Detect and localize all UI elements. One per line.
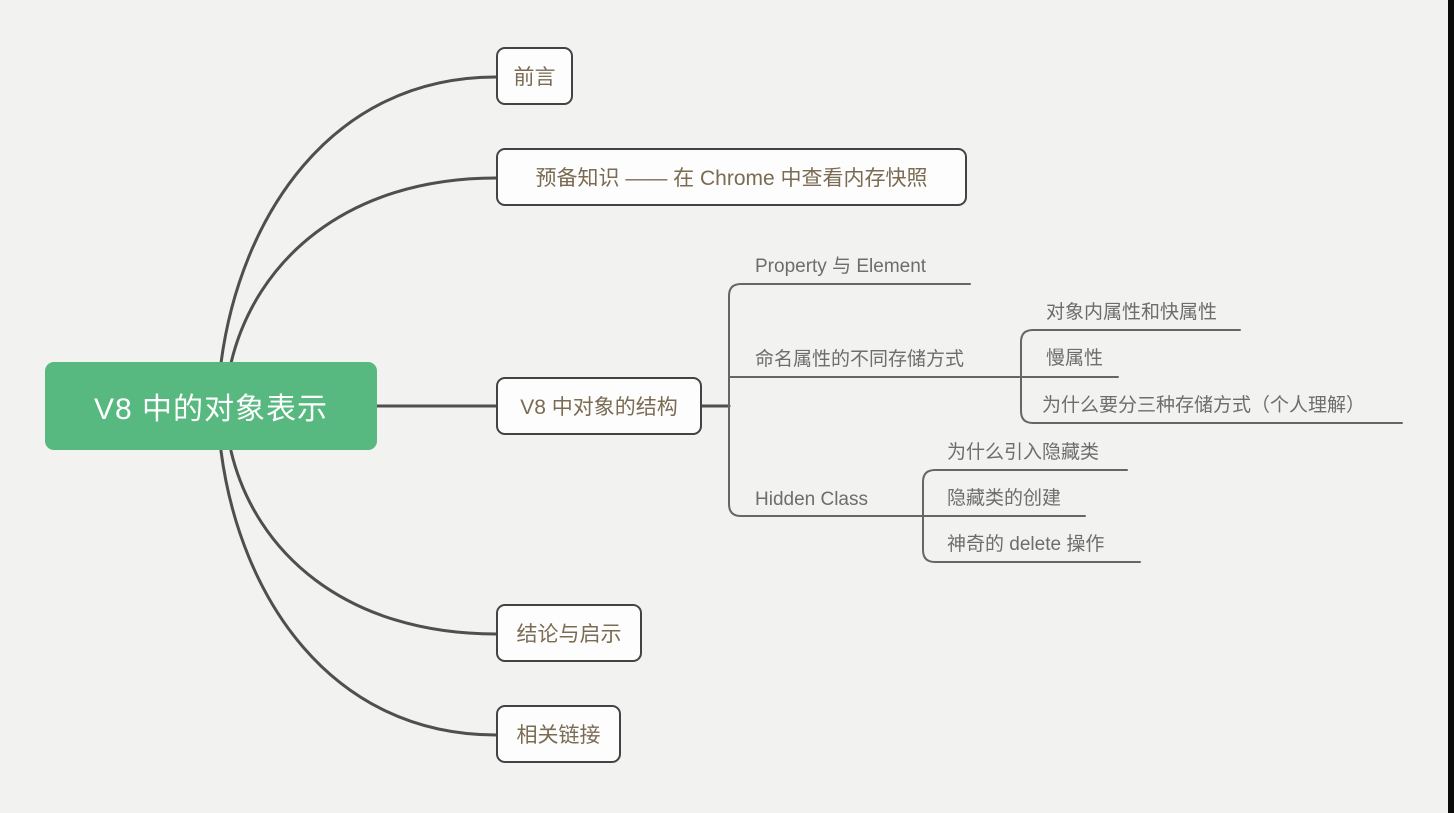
topic-prerequisites-chrome-memory-snapshot[interactable]: 预备知识 —— 在 Chrome 中查看内存快照 [496, 148, 967, 206]
leaf-why-introduce-hidden-class[interactable]: 为什么引入隐藏类 [947, 442, 1100, 463]
branch-curve-conclusion [229, 449, 498, 636]
screen-right-edge-bar [1448, 0, 1454, 813]
topic-conclusion-and-insights[interactable]: 结论与启示 [496, 604, 642, 662]
subtopic-hidden-class[interactable]: Hidden Class [755, 489, 868, 510]
subtopic-named-property-storage[interactable]: 命名属性的不同存储方式 [755, 349, 965, 370]
topic-v8-object-structure[interactable]: V8 中对象的结构 [496, 377, 702, 435]
topic-preface[interactable]: 前言 [496, 47, 573, 105]
branch-curve-preface [219, 75, 498, 365]
leaf-slow-properties[interactable]: 慢属性 [1046, 348, 1104, 369]
topic-related-links[interactable]: 相关链接 [496, 705, 621, 763]
leaf-hidden-class-creation[interactable]: 隐藏类的创建 [947, 488, 1062, 509]
bracket-structure-children [728, 283, 971, 517]
subtopic-property-vs-element[interactable]: Property 与 Element [755, 256, 927, 277]
leaf-why-three-storage-modes[interactable]: 为什么要分三种存储方式（个人理解） [1042, 395, 1366, 416]
leaf-magic-delete-operation[interactable]: 神奇的 delete 操作 [947, 534, 1105, 555]
leaf-inobject-and-fast-properties[interactable]: 对象内属性和快属性 [1046, 302, 1218, 323]
branch-curve-prerequisites [229, 176, 498, 365]
root-topic-v8-object-representation[interactable]: V8 中的对象表示 [45, 362, 377, 450]
branch-curve-links [219, 449, 498, 737]
